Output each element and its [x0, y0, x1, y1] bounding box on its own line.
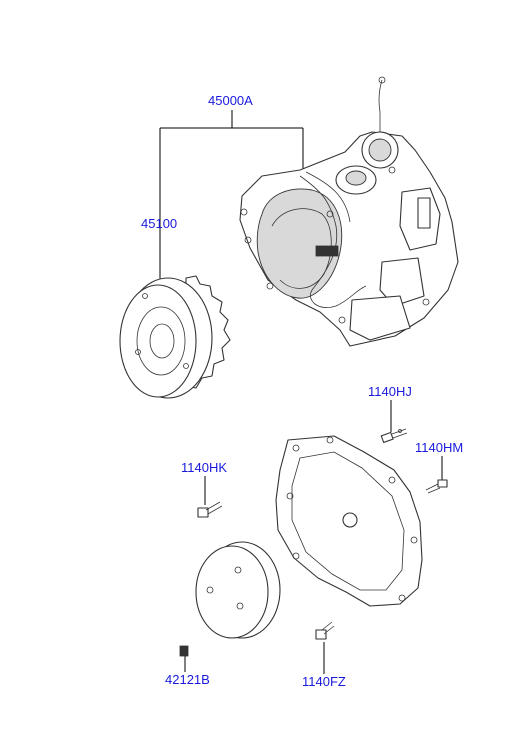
cover-bolt [292, 444, 300, 452]
callout-45000a[interactable]: 45000A [208, 93, 253, 108]
cover-port [342, 512, 358, 528]
bolts [179, 428, 448, 657]
transaxle-cover [275, 435, 423, 607]
bellhousing-inner-rim [271, 208, 332, 289]
converter-stud [142, 293, 148, 299]
cover-bolt [326, 436, 334, 444]
leader-lines [159, 110, 443, 674]
callout-1140fz[interactable]: 1140FZ [302, 674, 346, 689]
dipstick-handle [378, 76, 386, 84]
callout-42121b[interactable]: 42121B [165, 672, 210, 687]
cover-bolt [292, 552, 300, 560]
bolt-1140hm [425, 479, 448, 494]
callout-1140hk[interactable]: 1140HK [181, 460, 228, 475]
torque-converter [119, 275, 231, 399]
drive-plate-face [195, 545, 269, 639]
input-shaft [315, 245, 339, 257]
drive-plate [195, 541, 281, 639]
wire-harness [299, 175, 367, 308]
lower-case [349, 295, 411, 341]
bolt-boss [244, 236, 252, 244]
drive-plate-hole [236, 602, 244, 610]
cover-inner-edge [291, 451, 405, 591]
converter-stud [135, 349, 141, 355]
cover-bolt [388, 476, 396, 484]
cover-bolt [286, 492, 294, 500]
oil-pan-housing [379, 257, 425, 307]
bellhousing-opening [256, 188, 343, 299]
bolt-boss [422, 298, 430, 306]
bolt-boss [266, 282, 274, 290]
callout-45100[interactable]: 45100 [141, 216, 178, 231]
bolt-boss [326, 210, 334, 218]
bolt-boss [240, 208, 248, 216]
dipstick-tube [378, 79, 383, 138]
bolt-1140hk [197, 501, 223, 518]
drive-plate-hole [234, 566, 242, 574]
cover-bolt [410, 536, 418, 544]
bolt-boss [338, 316, 346, 324]
wire-harness-2 [305, 171, 351, 223]
filler-neck-inner [368, 138, 392, 162]
bolt-boss [388, 166, 396, 174]
bolt-42121b [179, 645, 189, 657]
torque-converter-hub-ring [136, 306, 186, 376]
torque-converter-shell [119, 284, 197, 398]
converter-stud [183, 363, 189, 369]
callout-1140hm[interactable]: 1140HM [415, 440, 464, 455]
solenoid-cap-center [345, 170, 367, 186]
callout-1140hj[interactable]: 1140HJ [368, 384, 412, 399]
torque-converter-hub [149, 323, 175, 359]
drive-plate-hole [206, 586, 214, 594]
cover-bolt [398, 594, 406, 602]
bolt-1140hj [380, 428, 408, 444]
bolt-1140fz [315, 621, 335, 640]
connector-block [417, 197, 431, 229]
transaxle-assembly [239, 76, 459, 347]
